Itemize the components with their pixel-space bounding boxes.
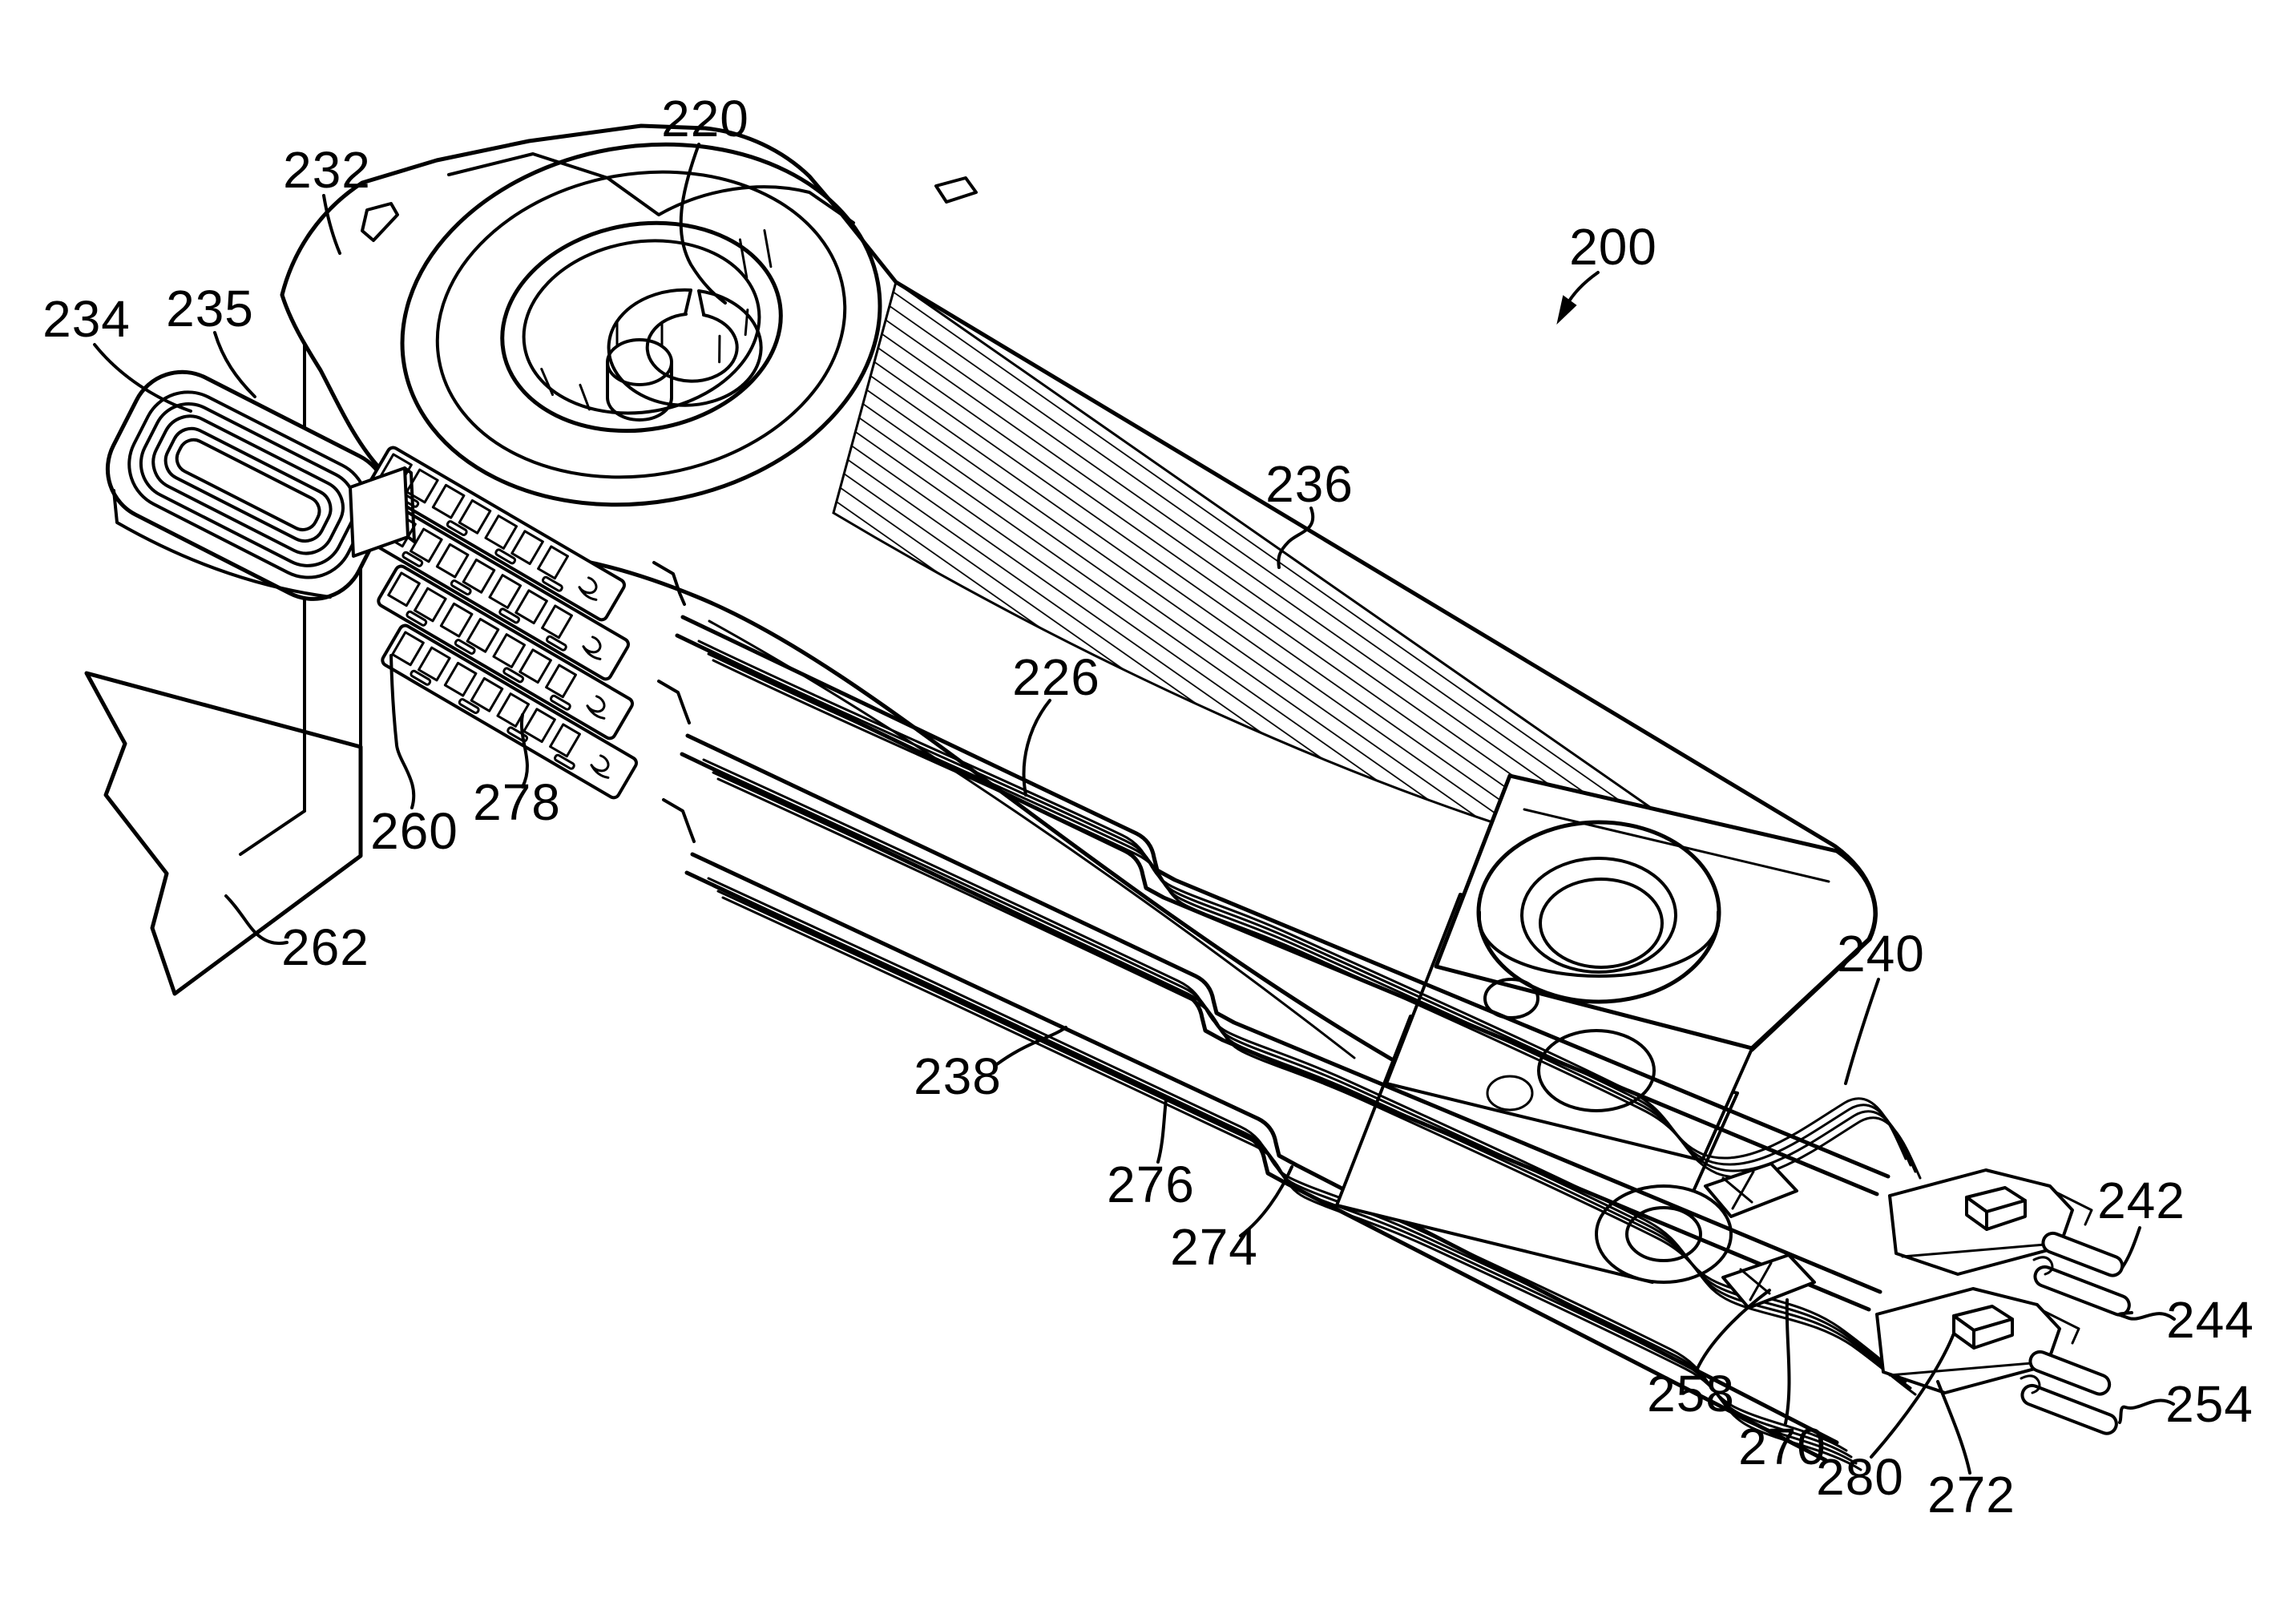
leader-234 [93, 343, 192, 413]
leader-232 [322, 194, 341, 255]
leader-240 [1844, 978, 1880, 1085]
leader-280 [1870, 1332, 1955, 1459]
ref-label-280: 280 [1816, 1448, 1904, 1506]
leader-238 [995, 1026, 1067, 1066]
ref-label-200: 200 [1569, 218, 1657, 276]
leader-270 [1784, 1298, 1791, 1425]
leader-226 [1022, 699, 1051, 797]
ref-label-274: 274 [1170, 1218, 1258, 1276]
ref-label-244: 244 [2166, 1291, 2254, 1349]
ref-label-278: 278 [473, 773, 561, 831]
ref-label-262: 262 [281, 918, 369, 976]
pivot-bearing [400, 142, 882, 507]
suspension-arm-middle [657, 680, 1917, 1396]
voice-coil [105, 369, 390, 601]
arrowhead-200 [1556, 295, 1577, 325]
ref-label-226: 226 [1012, 648, 1100, 706]
leader-235 [213, 331, 256, 398]
leader-262 [224, 894, 289, 946]
leader-242 [2120, 1226, 2141, 1269]
swage-tab-plates [1704, 1162, 1816, 1309]
ref-label-242: 242 [2097, 1172, 2185, 1229]
arm-tip-pad [1434, 773, 1878, 1051]
ref-label-232: 232 [283, 141, 371, 199]
ref-label-220: 220 [661, 90, 749, 147]
leader-272 [1936, 1380, 1971, 1475]
flex-cable-sheet [84, 671, 363, 996]
leader-274 [1239, 1165, 1293, 1237]
leader-244 [2117, 1311, 2176, 1321]
bond-pad-strips [349, 444, 640, 801]
ref-label-235: 235 [166, 280, 254, 337]
ref-label-276: 276 [1107, 1156, 1195, 1213]
ref-label-236: 236 [1265, 455, 1354, 513]
leader-260 [389, 654, 416, 809]
leader-254 [2118, 1398, 2175, 1424]
ref-label-270: 270 [1738, 1418, 1826, 1475]
ref-label-258: 258 [1647, 1365, 1735, 1422]
ref-label-238: 238 [914, 1047, 1002, 1105]
leader-220 [679, 143, 727, 305]
leader-lines [93, 143, 2176, 1475]
suspension-arm-upper [652, 561, 1922, 1196]
ref-label-240: 240 [1837, 925, 1925, 983]
head-gimbal-assembly-2 [1875, 1287, 2121, 1439]
ref-label-260: 260 [370, 802, 458, 860]
ref-label-234: 234 [42, 290, 131, 348]
leader-258 [1695, 1289, 1771, 1372]
leader-278 [520, 713, 529, 789]
pivot-clamp [606, 288, 763, 422]
ref-label-272: 272 [1927, 1466, 2016, 1523]
leader-236 [1277, 506, 1315, 569]
leader-276 [1156, 1098, 1168, 1164]
head-gimbal-assembly-1 [1888, 1168, 2134, 1320]
ref-label-254: 254 [2165, 1375, 2254, 1433]
